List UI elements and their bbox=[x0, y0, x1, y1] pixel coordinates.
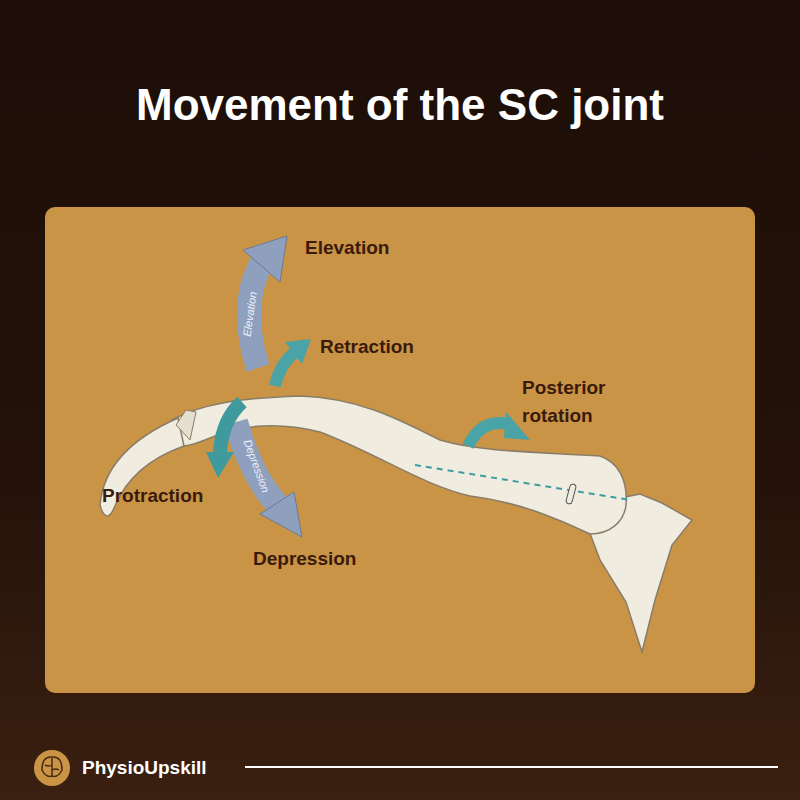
footer-rule bbox=[245, 766, 778, 768]
movement-label: Depression bbox=[253, 548, 356, 570]
movement-label: Protraction bbox=[102, 485, 203, 507]
logo-brain bbox=[42, 757, 62, 776]
depression-arrow bbox=[236, 422, 278, 505]
retraction-arrow bbox=[275, 353, 294, 386]
arrow-head bbox=[285, 339, 311, 364]
movement-label: Elevation bbox=[305, 237, 389, 259]
movement-label: Retraction bbox=[320, 336, 414, 358]
page-title: Movement of the SC joint bbox=[0, 80, 800, 130]
movement-label: Posterior rotation bbox=[522, 374, 627, 429]
arrow-head bbox=[260, 492, 302, 537]
protraction-arrow bbox=[220, 402, 242, 452]
posterior-rotation-arrow bbox=[468, 423, 508, 446]
rotation-axis bbox=[415, 465, 630, 500]
brand-name: PhysioUpskill bbox=[82, 757, 207, 779]
axis-pin bbox=[566, 484, 577, 505]
joint-surface bbox=[176, 410, 196, 440]
arrow-head bbox=[243, 236, 287, 282]
logo-circle bbox=[34, 750, 70, 786]
arrow-head bbox=[206, 452, 234, 478]
